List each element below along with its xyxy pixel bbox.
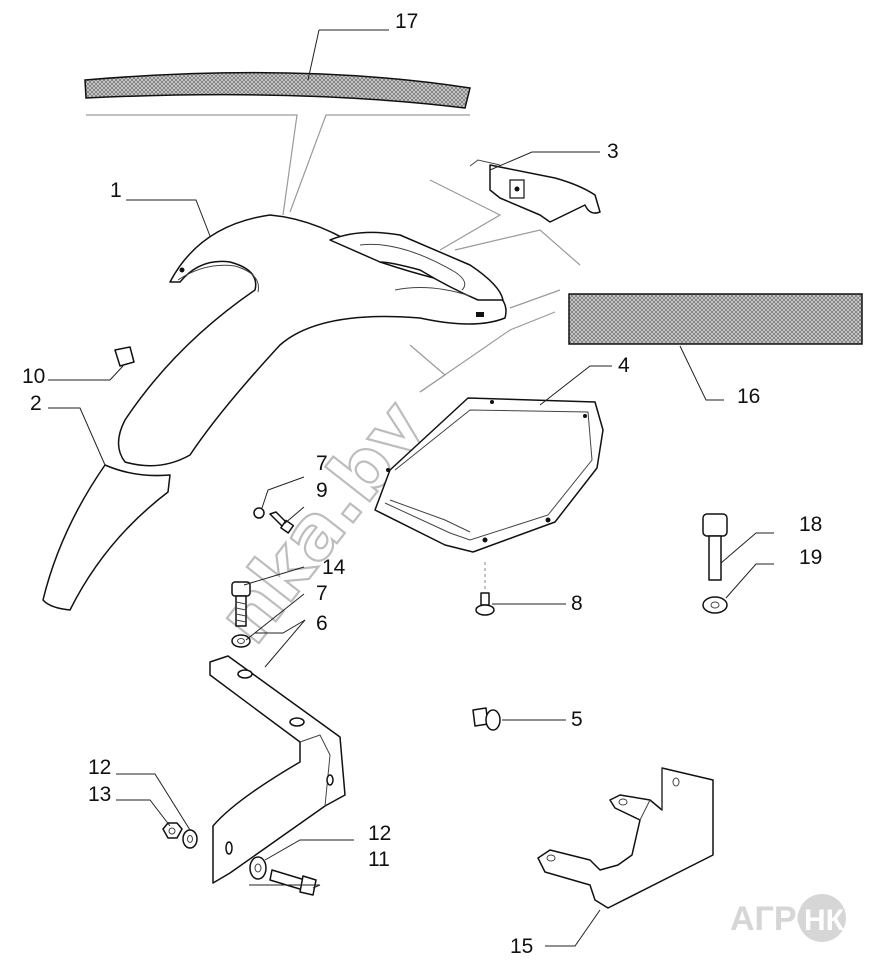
callout-7-upper: 7 [316,452,328,475]
callout-13: 13 [88,783,111,806]
part-6-bracket [209,655,346,884]
part-8-screw [475,562,495,616]
callout-17: 17 [395,10,418,33]
part-12-washer-right [249,856,267,880]
callout-4: 4 [618,354,630,377]
callout-18: 18 [799,513,822,536]
part-12-washer-left [182,829,198,849]
logo-right-text: НКА [804,904,866,937]
part-5-plug [472,707,501,731]
part-15-bracket [537,767,714,909]
part-4-housing [374,397,604,553]
part-9-screw-upper [253,507,295,534]
callout-9: 9 [316,479,328,502]
callout-11: 11 [368,848,390,871]
callout-12-right: 12 [368,822,391,845]
part-17-seal-strip [84,71,471,109]
callout-15: 15 [510,935,533,958]
callout-3: 3 [607,140,619,163]
part-16-pad [568,293,863,345]
part-2-fender-extension [42,464,171,611]
part-19-washer [702,596,728,614]
callout-2: 2 [30,392,42,415]
leader-lines [48,29,774,947]
part-18-bolt [702,513,728,581]
callout-12-left: 12 [88,756,111,779]
callout-14: 14 [322,556,346,579]
callout-8: 8 [571,592,583,615]
agronka-logo: АГРО НКА [730,894,866,942]
part-14-bolt [231,581,251,648]
assembly-guides [86,114,581,393]
part-10-clip [114,346,135,367]
callout-19: 19 [799,546,822,569]
callout-5: 5 [571,708,583,731]
callout-7-lower: 7 [316,582,328,605]
callout-16: 16 [737,385,760,408]
callout-1: 1 [110,179,122,202]
part-1-fender [117,214,507,467]
part-11-bolt [269,869,317,896]
part-3-bracket [469,159,601,223]
callout-10: 10 [22,365,45,388]
part-13-nut [162,822,183,839]
callout-6: 6 [316,612,328,635]
callouts: 17 1 3 4 16 10 2 7 9 14 7 6 8 5 18 19 12… [22,10,822,958]
